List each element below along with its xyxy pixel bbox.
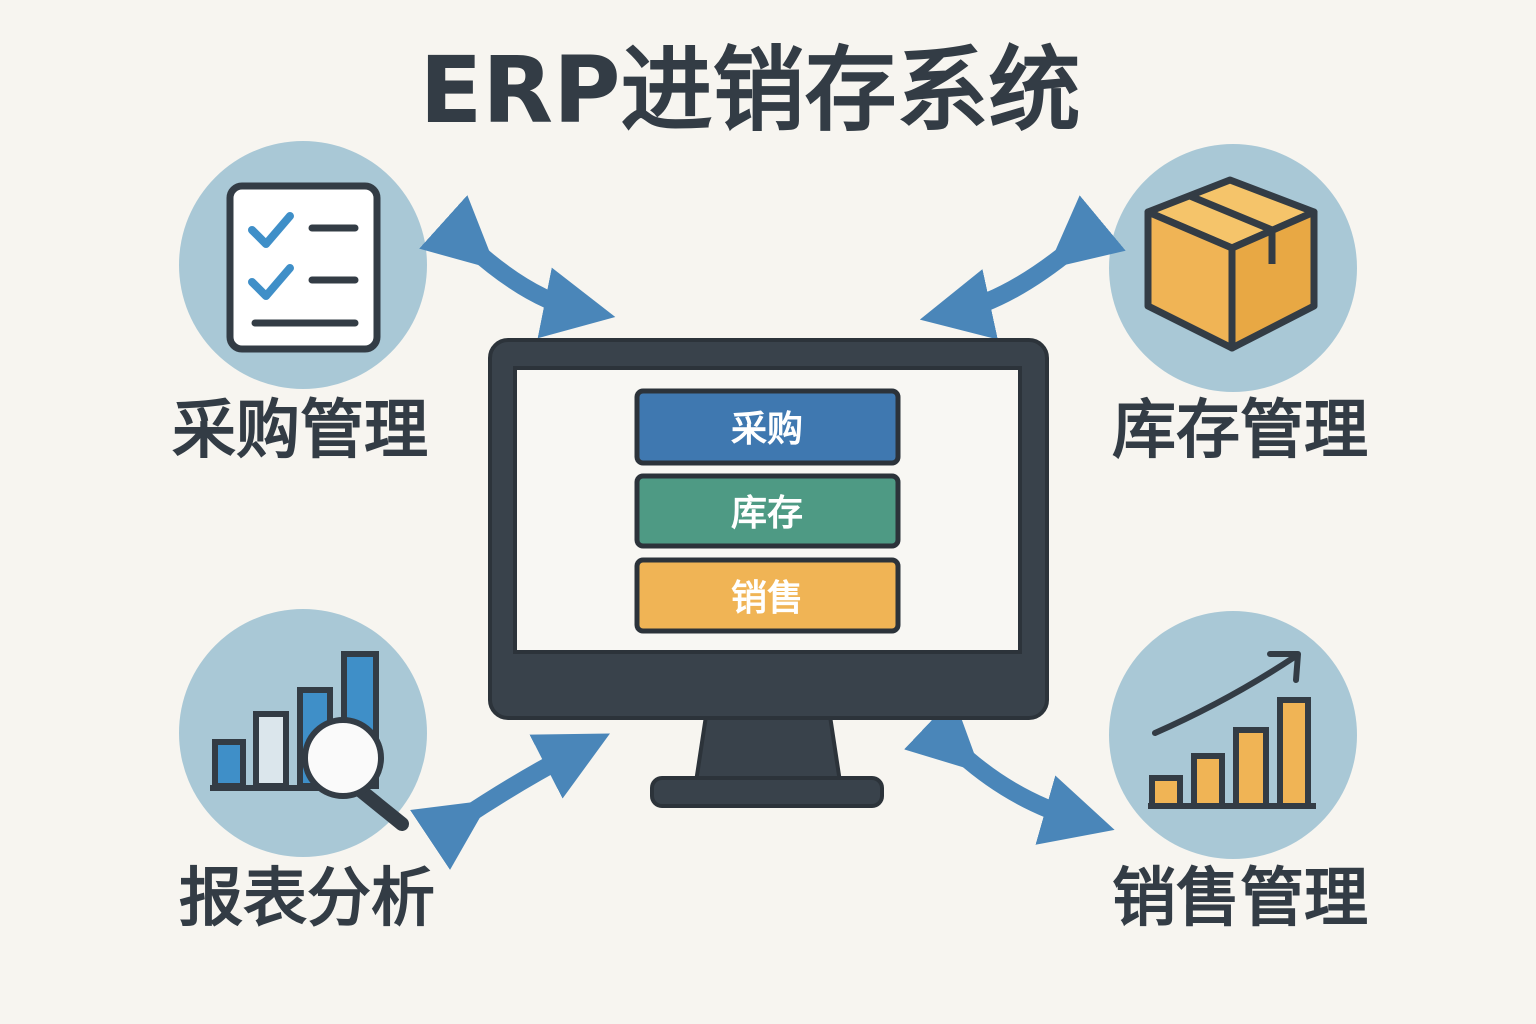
growth-chart-icon <box>1148 651 1316 809</box>
reports-arrow <box>410 733 610 870</box>
inventory-arrow <box>919 195 1126 340</box>
checklist-icon <box>226 182 381 353</box>
screen-button-inventory[interactable]: 库存 <box>634 473 901 549</box>
sales-label: 销售管理 <box>1112 862 1368 936</box>
sales-arrow <box>904 697 1115 845</box>
screen-button-sales[interactable]: 销售 <box>634 557 901 634</box>
screen-button-label: 采购 <box>731 409 803 450</box>
chart-magnifier-icon <box>210 651 409 831</box>
screen-button-label: 库存 <box>731 493 803 534</box>
inventory-label: 库存管理 <box>1112 394 1368 468</box>
purchase-label: 采购管理 <box>172 394 428 468</box>
screen-button-label: 销售 <box>731 578 803 619</box>
reports-label: 报表分析 <box>179 862 435 936</box>
screen-button-purchase[interactable]: 采购 <box>634 388 901 466</box>
page-title: ERP进销存系统 <box>419 37 1080 144</box>
purchase-arrow <box>419 195 616 339</box>
box-icon <box>1144 176 1318 352</box>
